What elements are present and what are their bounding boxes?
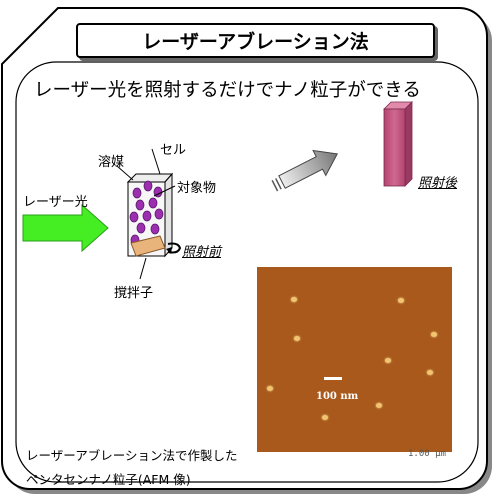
scale-bar-label: 100 nm	[316, 391, 359, 402]
label-laser: レーザー光	[23, 195, 88, 210]
nanoparticle	[376, 403, 382, 408]
label-before: 照射前	[182, 245, 222, 260]
label-target: 対象物	[177, 181, 217, 196]
title-box: レーザーアブレーション法	[76, 23, 435, 58]
nanoparticle	[294, 336, 300, 341]
laser-arrow	[22, 203, 109, 253]
rotation-arrow	[167, 242, 182, 254]
label-stirrer: 撹拌子	[114, 286, 154, 301]
subtitle: レーザー光を照射するだけでナノ粒子ができる	[34, 80, 421, 101]
afm-image	[257, 267, 452, 452]
frame-size-label: 1.00 µm	[408, 449, 446, 459]
scale-bar	[324, 377, 342, 380]
nanoparticle	[322, 415, 328, 420]
label-solvent: 溶媒	[98, 155, 125, 170]
nanoparticle	[385, 358, 391, 363]
stir-bar	[130, 235, 166, 257]
nanoparticle	[431, 332, 437, 337]
product-bar	[383, 101, 413, 187]
label-after: 照射後	[418, 176, 458, 191]
caption-line-1: レーザーアブレーション法で作製した	[26, 448, 238, 463]
nanoparticle	[291, 297, 297, 302]
page-title: レーザーアブレーション法	[142, 31, 369, 53]
target-particles	[129, 180, 164, 246]
label-cell: セル	[160, 143, 187, 158]
nanoparticle	[267, 386, 273, 391]
transform-arrow	[271, 149, 339, 192]
caption-line-2: ペンタセンナノ粒子(AFM 像)	[26, 472, 191, 487]
nanoparticle	[427, 370, 433, 375]
nanoparticle	[398, 298, 404, 303]
